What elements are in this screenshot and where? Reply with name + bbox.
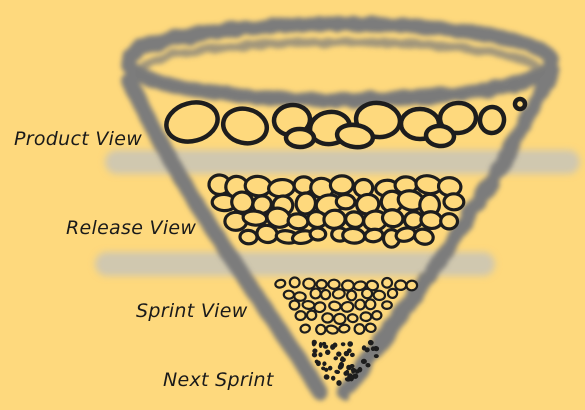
release-item (239, 230, 257, 245)
next-sprint-dot (350, 353, 355, 357)
sprint-item (303, 278, 316, 290)
release-item (323, 209, 346, 229)
next-sprint-dot (347, 341, 353, 347)
sprint-item (300, 324, 311, 334)
next-sprint-dot (319, 342, 322, 347)
next-sprint-dot (351, 368, 356, 372)
release-item (330, 175, 354, 194)
sprint-item (361, 288, 373, 300)
next-sprint-dot (334, 370, 340, 374)
release-item (444, 193, 464, 210)
sprint-item (326, 324, 339, 334)
sprint-item (316, 324, 326, 334)
next-sprint-dot (322, 362, 326, 366)
sprint-item (372, 311, 382, 320)
release-item (310, 228, 326, 241)
next-sprint-label: Next Sprint (163, 369, 274, 391)
next-sprint-dot (341, 342, 345, 346)
next-sprint-dot (323, 345, 328, 349)
release-item (242, 210, 267, 226)
sprint-item (354, 323, 365, 334)
release-view-items (208, 174, 464, 248)
sprint-item (342, 280, 354, 290)
release-item (381, 208, 404, 228)
release-item (364, 228, 384, 243)
product-view-label: Product View (14, 128, 142, 150)
product-item (220, 105, 270, 148)
sprint-item (365, 299, 377, 311)
sprint-item (328, 301, 341, 312)
sprint-item (322, 313, 333, 323)
sprint-item (295, 311, 306, 321)
sprint-item (317, 280, 327, 289)
next-sprint-dot (361, 359, 367, 364)
release-view-label: Release View (66, 217, 196, 239)
sprint-item (302, 301, 315, 310)
sprint-item (339, 324, 350, 333)
next-sprint-dot (340, 358, 346, 362)
product-item (515, 99, 526, 110)
next-sprint-dot (336, 352, 341, 357)
sprint-item (354, 299, 365, 311)
sprint-item (373, 290, 385, 301)
next-sprint-dot (333, 343, 337, 348)
sprint-item (347, 290, 356, 300)
sprint-item (347, 314, 357, 323)
next-sprint-dot (334, 356, 339, 360)
sprint-item (365, 323, 376, 333)
sprint-item (284, 290, 295, 298)
sprint-item (332, 288, 345, 299)
next-sprint-dot (328, 366, 332, 370)
product-item (162, 97, 222, 147)
sprint-view-label: Sprint View (136, 300, 248, 322)
sprint-item (334, 313, 346, 324)
release-item (441, 214, 458, 230)
next-sprint-dot (345, 370, 349, 375)
sprint-item (328, 279, 340, 289)
sprint-item (289, 300, 299, 310)
sprint-item (387, 288, 397, 298)
sprint-item (320, 289, 331, 300)
sprint-item (274, 279, 286, 289)
sprint-item (341, 301, 354, 312)
next-sprint-dot (374, 354, 378, 357)
sprint-item (381, 277, 393, 288)
next-sprint-dot (331, 376, 335, 381)
product-item (478, 106, 505, 135)
product-item (286, 129, 314, 148)
next-sprint-dot (349, 376, 354, 380)
next-sprint-dot (362, 345, 366, 350)
sprint-item (289, 277, 300, 288)
release-item (287, 213, 308, 230)
next-sprint-dot (318, 352, 322, 357)
sprint-item (395, 280, 406, 290)
sprint-item (307, 311, 316, 320)
release-item (336, 194, 355, 210)
next-sprint-dot (371, 347, 375, 351)
next-sprint-dot (324, 368, 328, 372)
next-sprint-dot (338, 364, 343, 370)
product-item (425, 125, 455, 148)
next-sprint-dot (344, 351, 350, 357)
release-item (342, 228, 365, 245)
next-sprint-dot (325, 350, 330, 355)
next-sprint-dot (324, 374, 330, 380)
next-sprint-dot (337, 380, 342, 385)
next-sprint-dot (366, 363, 371, 367)
sprint-item (361, 312, 372, 321)
sprint-item (406, 280, 418, 291)
next-sprint-dot (312, 348, 317, 353)
sprint-item (382, 301, 392, 309)
sprint-item (310, 287, 322, 299)
next-sprint-dot (346, 365, 351, 370)
